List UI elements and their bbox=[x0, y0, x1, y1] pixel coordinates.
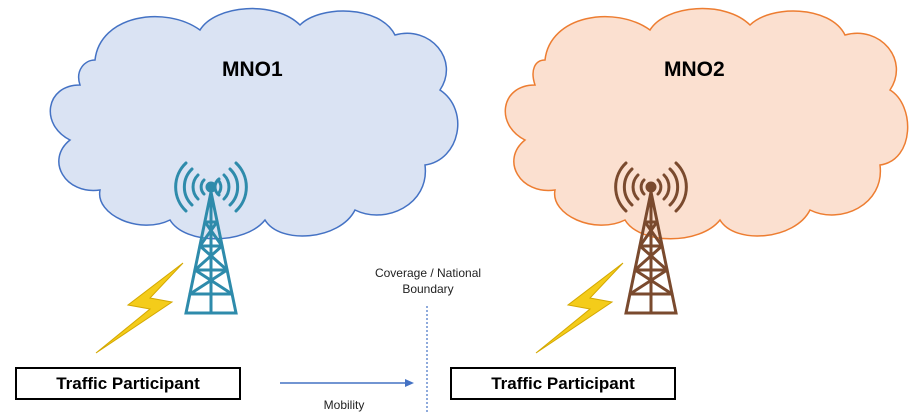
tower-1 bbox=[174, 161, 248, 315]
mno1-cloud bbox=[49, 7, 459, 240]
boundary-label-line2: Boundary bbox=[402, 282, 454, 296]
traffic-participant-box-1: Traffic Participant bbox=[15, 367, 241, 400]
traffic-participant-box-2: Traffic Participant bbox=[450, 367, 676, 400]
tower-2 bbox=[614, 161, 688, 315]
lightning-icon-1 bbox=[95, 262, 184, 354]
lightning-icon-2 bbox=[535, 262, 624, 354]
mno2-cloud bbox=[504, 7, 909, 240]
mno1-label: MNO1 bbox=[222, 58, 283, 81]
mobility-arrow bbox=[280, 379, 414, 387]
boundary-label: Coverage / National Boundary bbox=[348, 265, 508, 297]
boundary-label-line1: Coverage / National bbox=[374, 266, 482, 280]
mobility-label: Mobility bbox=[323, 398, 365, 412]
mno2-label: MNO2 bbox=[664, 58, 725, 81]
